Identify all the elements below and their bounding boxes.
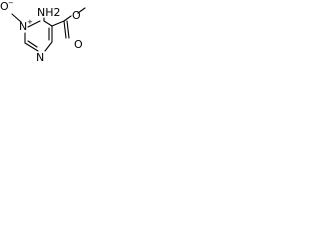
ring-nitrogen-label: N [36, 51, 45, 64]
n-oxide-nitrogen-label: N [19, 20, 28, 33]
bond-ring-4 [44, 41, 53, 52]
oxide-charge-minus: − [8, 0, 14, 7]
bond-o-methyl [77, 7, 86, 14]
oxide-oxygen-label: O [0, 0, 9, 13]
bond-ring-5 [24, 42, 39, 52]
bond-c-carbonyl [51, 20, 65, 27]
bond-ring-5-inner [27, 40, 38, 48]
bond-carbonyl-double-1 [63, 20, 67, 39]
bond-n-o [11, 13, 22, 23]
bond-carbonyl-double-2 [66, 20, 70, 39]
structure-diagram [11, 7, 86, 52]
ester-oxygen-label: O [72, 9, 81, 22]
amino-group-label: NH2 [37, 6, 61, 19]
bond-carbonyl-o-ester [63, 15, 72, 22]
carbonyl-oxygen-label: O [74, 38, 83, 51]
bond-ring-1 [27, 20, 41, 28]
n-oxide-charge-plus: + [27, 18, 33, 26]
bond-ring-2 [43, 20, 53, 27]
